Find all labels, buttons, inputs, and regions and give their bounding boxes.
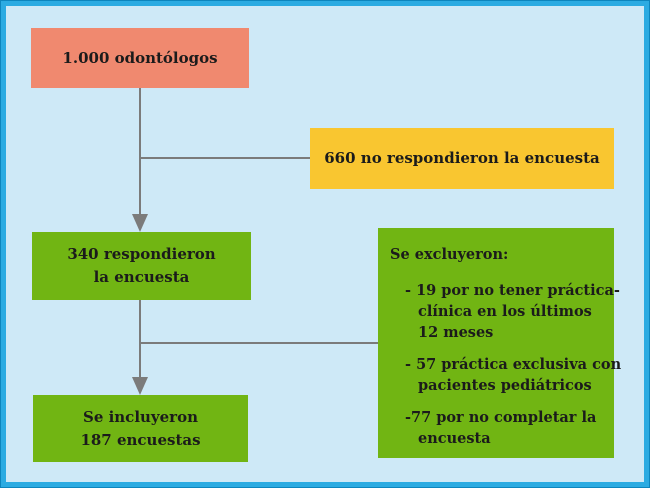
node-exclusions: Se excluyeron: - 19 por no tener práctic… [378, 228, 622, 458]
node-responded-label-line2: la encuesta [93, 268, 190, 286]
node-responded: 340 respondieron la encuesta [32, 232, 251, 300]
connector-line-vertical-2 [139, 300, 141, 379]
exclusion-item: - 57 práctica exclusiva con pacientes pe… [405, 354, 622, 396]
exclusion-item-line: clínica en los últimos [418, 303, 592, 320]
node-included: Se incluyeron 187 encuestas [33, 395, 248, 462]
node-included-label-line1: Se incluyeron [82, 407, 198, 426]
connector-line-vertical-1 [139, 88, 141, 216]
exclusions-title: Se excluyeron: [390, 246, 509, 263]
connector-line-branch-excluded [139, 342, 378, 344]
exclusion-item: - 19 por no tener práctica- clínica en l… [405, 280, 620, 343]
node-total-dentists: 1.000 odontólogos [31, 28, 249, 88]
node-no-response: 660 no respondieron la encuesta [310, 128, 614, 189]
exclusion-item: -77 por no completar la encuesta [405, 407, 608, 449]
exclusion-item-line: - 57 práctica exclusiva con [405, 356, 622, 373]
arrow-down-icon [132, 214, 148, 232]
exclusion-item-line: -77 por no completar la [405, 409, 597, 426]
exclusion-item-line: pacientes pediátricos [418, 377, 592, 394]
node-total-dentists-label: 1.000 odontólogos [62, 48, 218, 67]
connector-line-branch-no-response [139, 157, 310, 159]
exclusion-item-line: 12 meses [418, 324, 494, 341]
exclusion-item-line: encuesta [418, 430, 491, 447]
node-responded-label-line1: 340 respondieron [67, 245, 216, 263]
node-no-response-label: 660 no respondieron la encuesta [324, 149, 600, 167]
node-included-label-line2: 187 encuestas [80, 430, 201, 449]
exclusion-item-line: - 19 por no tener práctica- [405, 282, 620, 299]
arrow-down-icon [132, 377, 148, 395]
